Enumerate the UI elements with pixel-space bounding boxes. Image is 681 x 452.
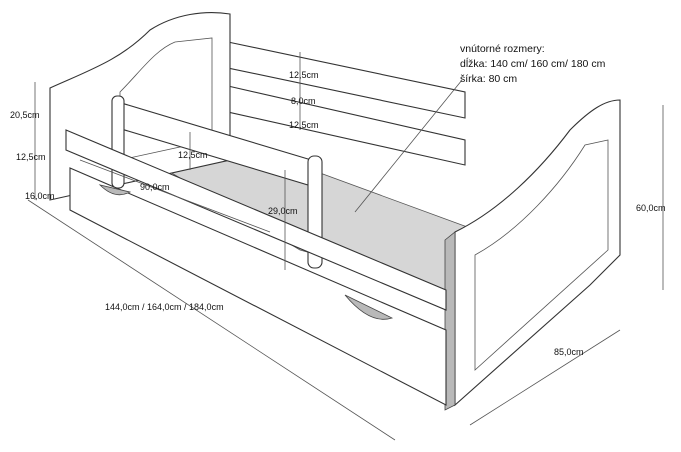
dim-total-height: 60,0cm [636,203,666,213]
left-headboard-inset [119,37,213,161]
dim-left-mid: 12,5cm [16,152,46,162]
dim-left-bottom: 16,0cm [25,191,55,201]
drawer-handle-left [98,184,132,196]
dim-rail-height: 12,5cm [178,150,208,160]
drawer-front [69,167,447,406]
note-length: dĺžka: 140 cm/ 160 cm/ 180 cm [460,57,606,70]
dim-slat-1: 12,5cm [289,70,319,80]
note-pointer [354,79,463,213]
right-footboard [454,99,621,407]
dim-left-top: 20,5cm [10,110,40,120]
dimension-lines [27,52,664,441]
note-title: vnútorné rozmery: [460,43,545,55]
note-width: šírka: 80 cm [460,73,517,85]
dim-gap: 8,0cm [291,96,316,106]
dim-depth: 85,0cm [554,347,584,357]
dim-rail-length: 90,0cm [140,182,170,192]
dim-inner-height: 29,0cm [268,206,298,216]
drawer-handle-right [344,294,394,320]
front-frame-top [65,129,447,311]
dim-length: 144,0cm / 164,0cm / 184,0cm [105,302,224,312]
dim-slat-2: 12,5cm [289,120,319,130]
right-footboard-inset [474,139,609,371]
